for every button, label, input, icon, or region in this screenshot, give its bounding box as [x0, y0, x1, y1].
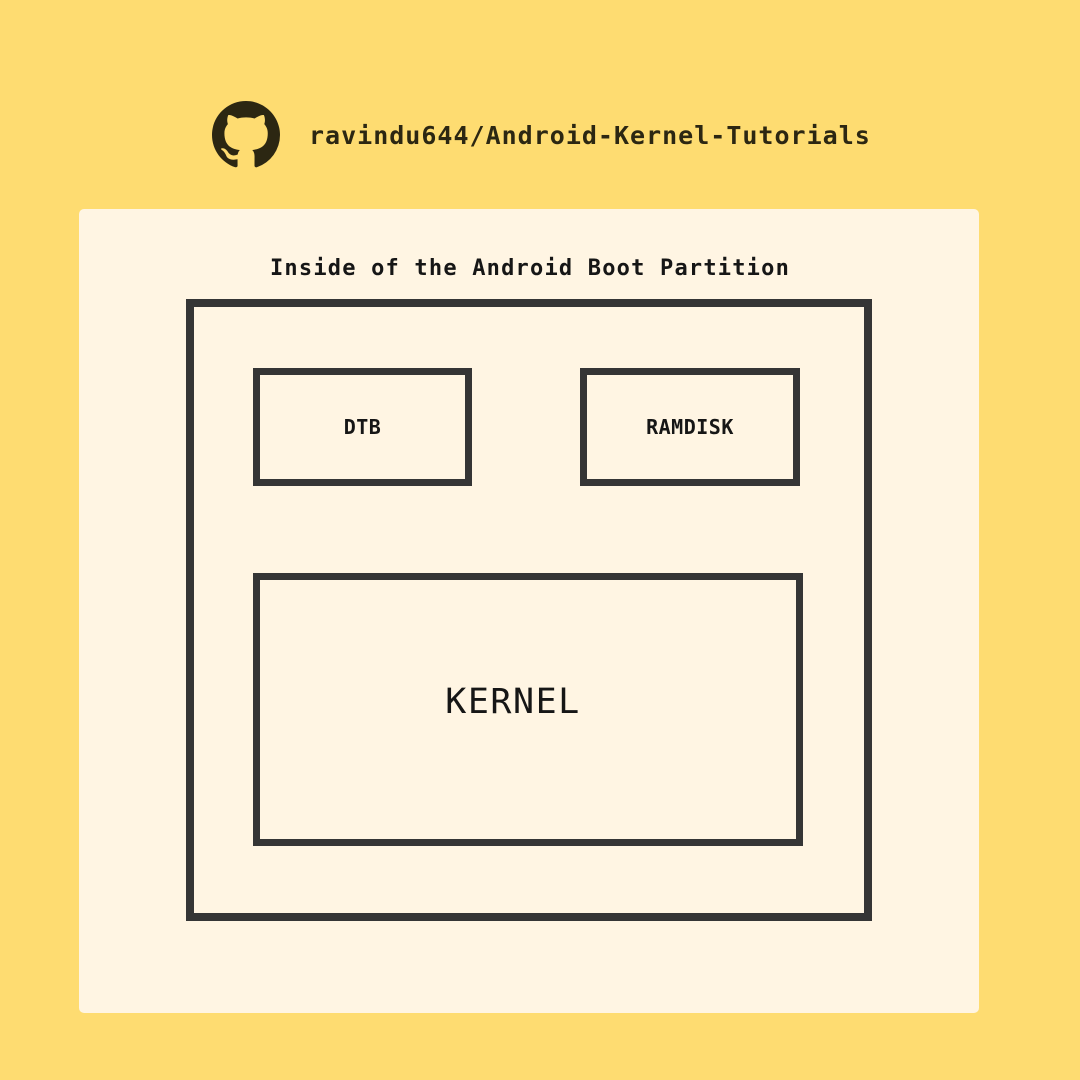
repo-header: ravindu644/Android-Kernel-Tutorials [212, 100, 871, 170]
ramdisk-box: RAMDISK [580, 368, 800, 486]
diagram-card [79, 209, 979, 1013]
dtb-box: DTB [253, 368, 472, 486]
kernel-box: KERNEL [253, 573, 803, 846]
boot-partition-box [186, 299, 872, 921]
ramdisk-label: RAMDISK [646, 415, 734, 439]
github-icon[interactable] [212, 101, 280, 169]
kernel-label: KERNEL [445, 681, 581, 722]
diagram-title: Inside of the Android Boot Partition [269, 256, 791, 281]
dtb-label: DTB [343, 415, 382, 439]
repo-name-link[interactable]: ravindu644/Android-Kernel-Tutorials [309, 120, 871, 150]
